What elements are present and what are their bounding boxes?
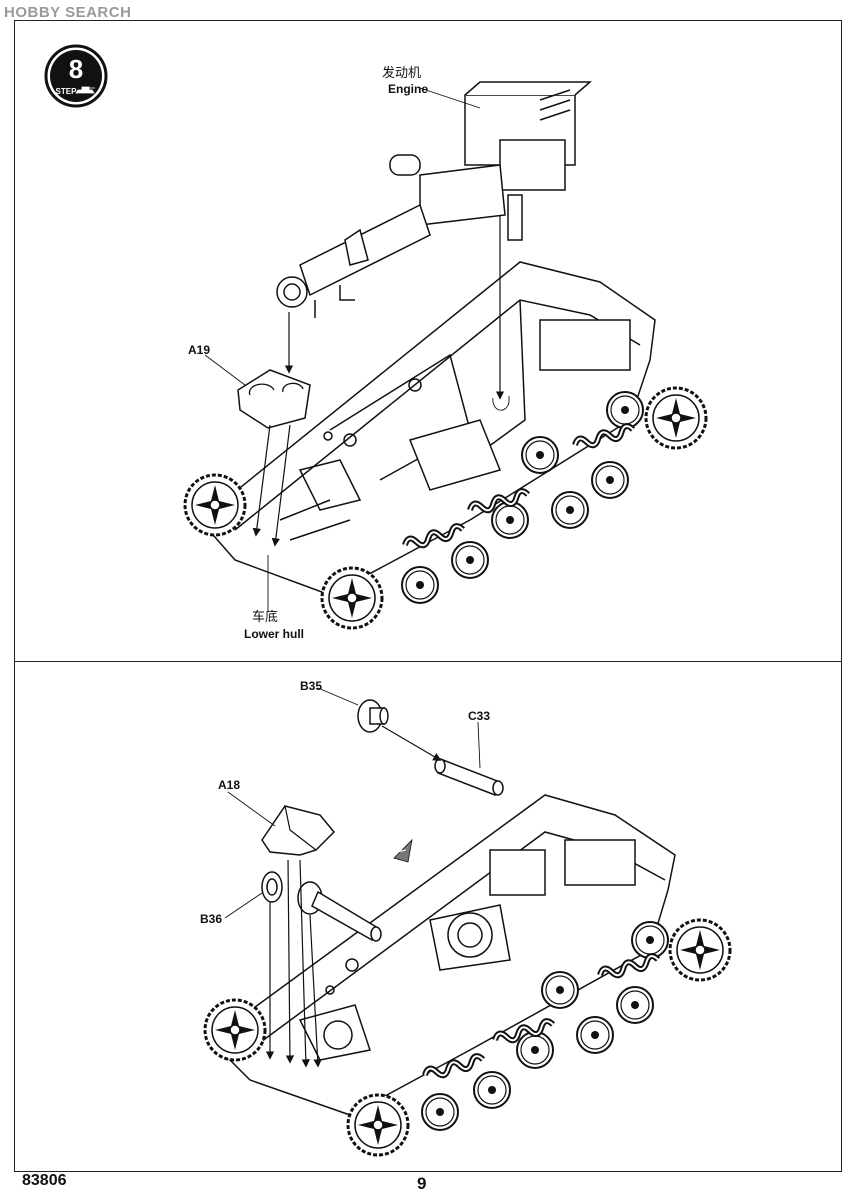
page-number: 9 bbox=[417, 1174, 427, 1193]
part-b35-shape bbox=[357, 699, 389, 733]
product-code: 83806 bbox=[22, 1172, 67, 1189]
axle-shaft-shape bbox=[297, 881, 382, 942]
step-number: 8 bbox=[69, 54, 83, 84]
top-hull bbox=[198, 261, 656, 596]
part-label-a18: A18 bbox=[218, 778, 241, 792]
hobby-search-watermark: HOBBY SEARCH bbox=[4, 4, 132, 21]
engine-label-en: Engine bbox=[388, 82, 429, 96]
part-a18-shape bbox=[261, 805, 336, 856]
part-label-c33: C33 bbox=[468, 709, 491, 723]
part-c33-shape bbox=[434, 758, 504, 796]
tank-icon bbox=[75, 86, 95, 94]
panel-divider bbox=[14, 661, 842, 662]
lower-hull-label-en: Lower hull bbox=[244, 627, 304, 641]
part-a19-shape bbox=[237, 369, 311, 429]
part-label-b35: B35 bbox=[300, 679, 323, 693]
engine-label-cn: 发动机 bbox=[382, 65, 422, 80]
step-label: STEP bbox=[56, 87, 78, 96]
engine-assembly bbox=[276, 81, 593, 318]
instruction-frame bbox=[14, 20, 842, 1172]
part-label-a19: A19 bbox=[188, 343, 211, 357]
step-badge: 8 STEP bbox=[44, 44, 108, 108]
part-b36-shape bbox=[261, 871, 283, 903]
lower-hull-label-cn: 车底 bbox=[252, 609, 279, 624]
part-label-b36: B36 bbox=[200, 912, 223, 926]
